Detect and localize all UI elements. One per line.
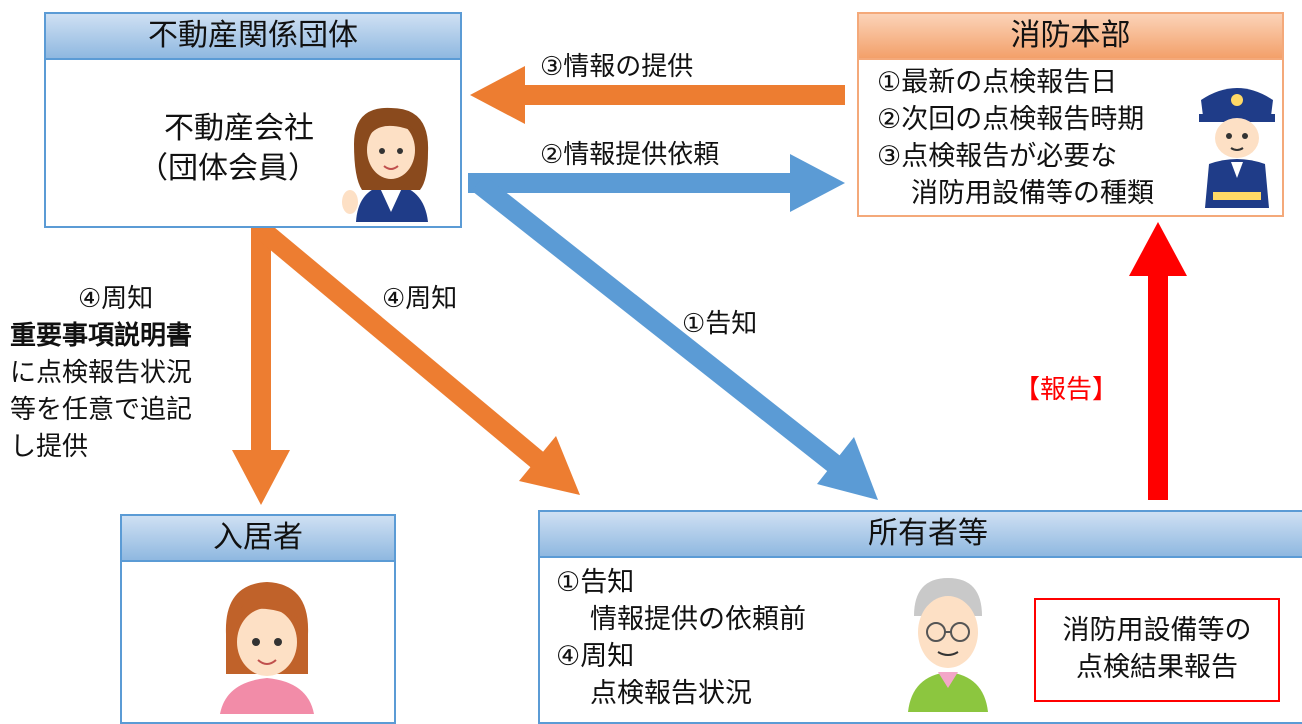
fire-dept-title: 消防本部 <box>859 14 1282 60</box>
firefighter-icon <box>1199 88 1275 208</box>
owner-line-2: 情報提供の依頼前 <box>590 604 806 635</box>
resident-note-1: ④周知 <box>78 284 154 314</box>
arrow-provide-head <box>470 66 525 124</box>
owner-elderly-man-icon <box>908 578 988 712</box>
label-report: 【報告】 <box>1014 375 1119 405</box>
fire-item-1: ①最新の点検報告日 <box>877 67 1118 98</box>
label-notify-owner: ④周知 <box>382 284 458 314</box>
inspection-report-box: 消防用設備等の 点検結果報告 <box>1034 598 1280 702</box>
owner-line-4: 点検報告状況 <box>590 678 752 709</box>
owner-line-1: ①告知 <box>556 567 635 598</box>
report-line-2: 点検結果報告 <box>1076 652 1238 683</box>
resident-box: 入居者 <box>120 514 396 724</box>
realestate-member: （団体会員） <box>138 151 318 186</box>
agent-woman-icon <box>342 107 429 222</box>
label-request: ②情報提供依頼 <box>540 140 720 170</box>
arrow-resident-head <box>232 450 290 505</box>
resident-woman-icon <box>220 582 314 714</box>
fire-item-4: 消防用設備等の種類 <box>911 178 1154 209</box>
arrow-request-head <box>790 154 845 212</box>
resident-note-5: し提供 <box>10 432 89 462</box>
arrow-owner-line <box>255 222 554 476</box>
realestate-box: 不動産関係団体 不動産会社 （団体会員） <box>44 12 462 228</box>
resident-note-3: に点検報告状況 <box>10 358 193 388</box>
fire-item-3: ③点検報告が必要な <box>877 141 1118 172</box>
realestate-company: 不動産会社 <box>164 111 314 146</box>
realestate-title: 不動産関係団体 <box>46 14 460 60</box>
owner-title: 所有者等 <box>540 512 1302 558</box>
arrow-owner-head <box>519 436 580 495</box>
fire-item-2: ②次回の点検報告時期 <box>877 104 1145 135</box>
arrow-report-head <box>1129 222 1187 276</box>
resident-title: 入居者 <box>122 516 394 562</box>
owner-line-3: ④周知 <box>556 641 635 672</box>
arrow-announce-line <box>471 175 849 478</box>
label-provide: ③情報の提供 <box>540 52 694 82</box>
label-announce: ①告知 <box>682 309 758 339</box>
resident-note-2: 重要事項説明書 <box>10 321 193 351</box>
fire-dept-box: 消防本部 ①最新の点検報告日 ②次回の点検報告時期 ③点検報告が必要な 消防用設… <box>857 12 1284 217</box>
report-line-1: 消防用設備等の <box>1062 615 1252 646</box>
arrow-announce-head <box>817 437 878 500</box>
resident-note-4: 等を任意で追記 <box>10 395 193 425</box>
owner-box: 所有者等 ①告知 情報提供の依頼前 ④周知 点検報告状況 消防用設備等の 点検結… <box>538 510 1302 724</box>
